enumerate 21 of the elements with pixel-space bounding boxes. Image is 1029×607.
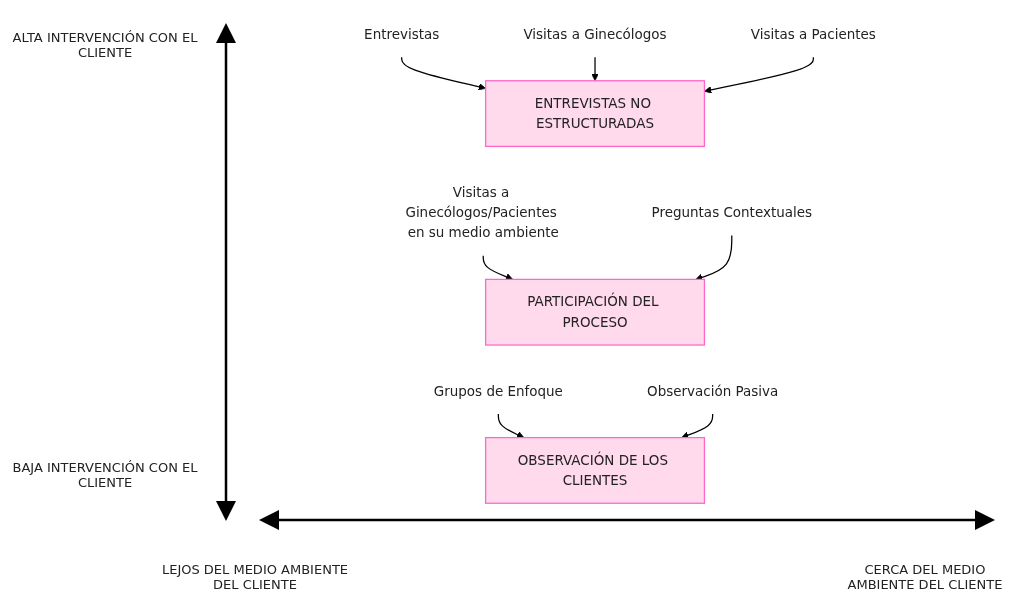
axis-label: CERCA DEL MEDIO AMBIENTE DEL CLIENTE: [846, 562, 1004, 592]
node-text: Observación Pasiva: [647, 382, 779, 399]
node-text: Visitas a Pacientes: [750, 26, 876, 43]
arrow: [591, 56, 599, 82]
node-text: Visitas a Ginecólogos/Pacientes en su medio ambiente: [405, 184, 559, 241]
node-box: ENTREVISTAS NO ESTRUCTURADAS: [484, 80, 706, 148]
arrow: [401, 56, 486, 91]
node-box: PARTICIPACIÓN DEL PROCESO: [484, 278, 706, 346]
arrow: [681, 413, 714, 439]
arrow: [482, 255, 514, 281]
node-text: Visitas a Ginecólogos: [523, 26, 667, 43]
arrow: [695, 235, 733, 281]
node-box: OBSERVACIÓN DE LOS CLIENTES: [484, 437, 706, 504]
axis-label: ALTA INTERVENCIÓN CON EL CLIENTE: [11, 30, 199, 60]
axis-label: BAJA INTERVENCIÓN CON EL CLIENTE: [11, 460, 199, 490]
node-text: Preguntas Contextuales: [651, 204, 813, 221]
axis-label: LEJOS DEL MEDIO AMBIENTE DEL CLIENTE: [160, 562, 350, 592]
node-text: Grupos de Enfoque: [433, 382, 563, 399]
node-text: Entrevistas: [364, 26, 440, 43]
arrow: [497, 413, 525, 439]
arrow: [704, 56, 814, 94]
